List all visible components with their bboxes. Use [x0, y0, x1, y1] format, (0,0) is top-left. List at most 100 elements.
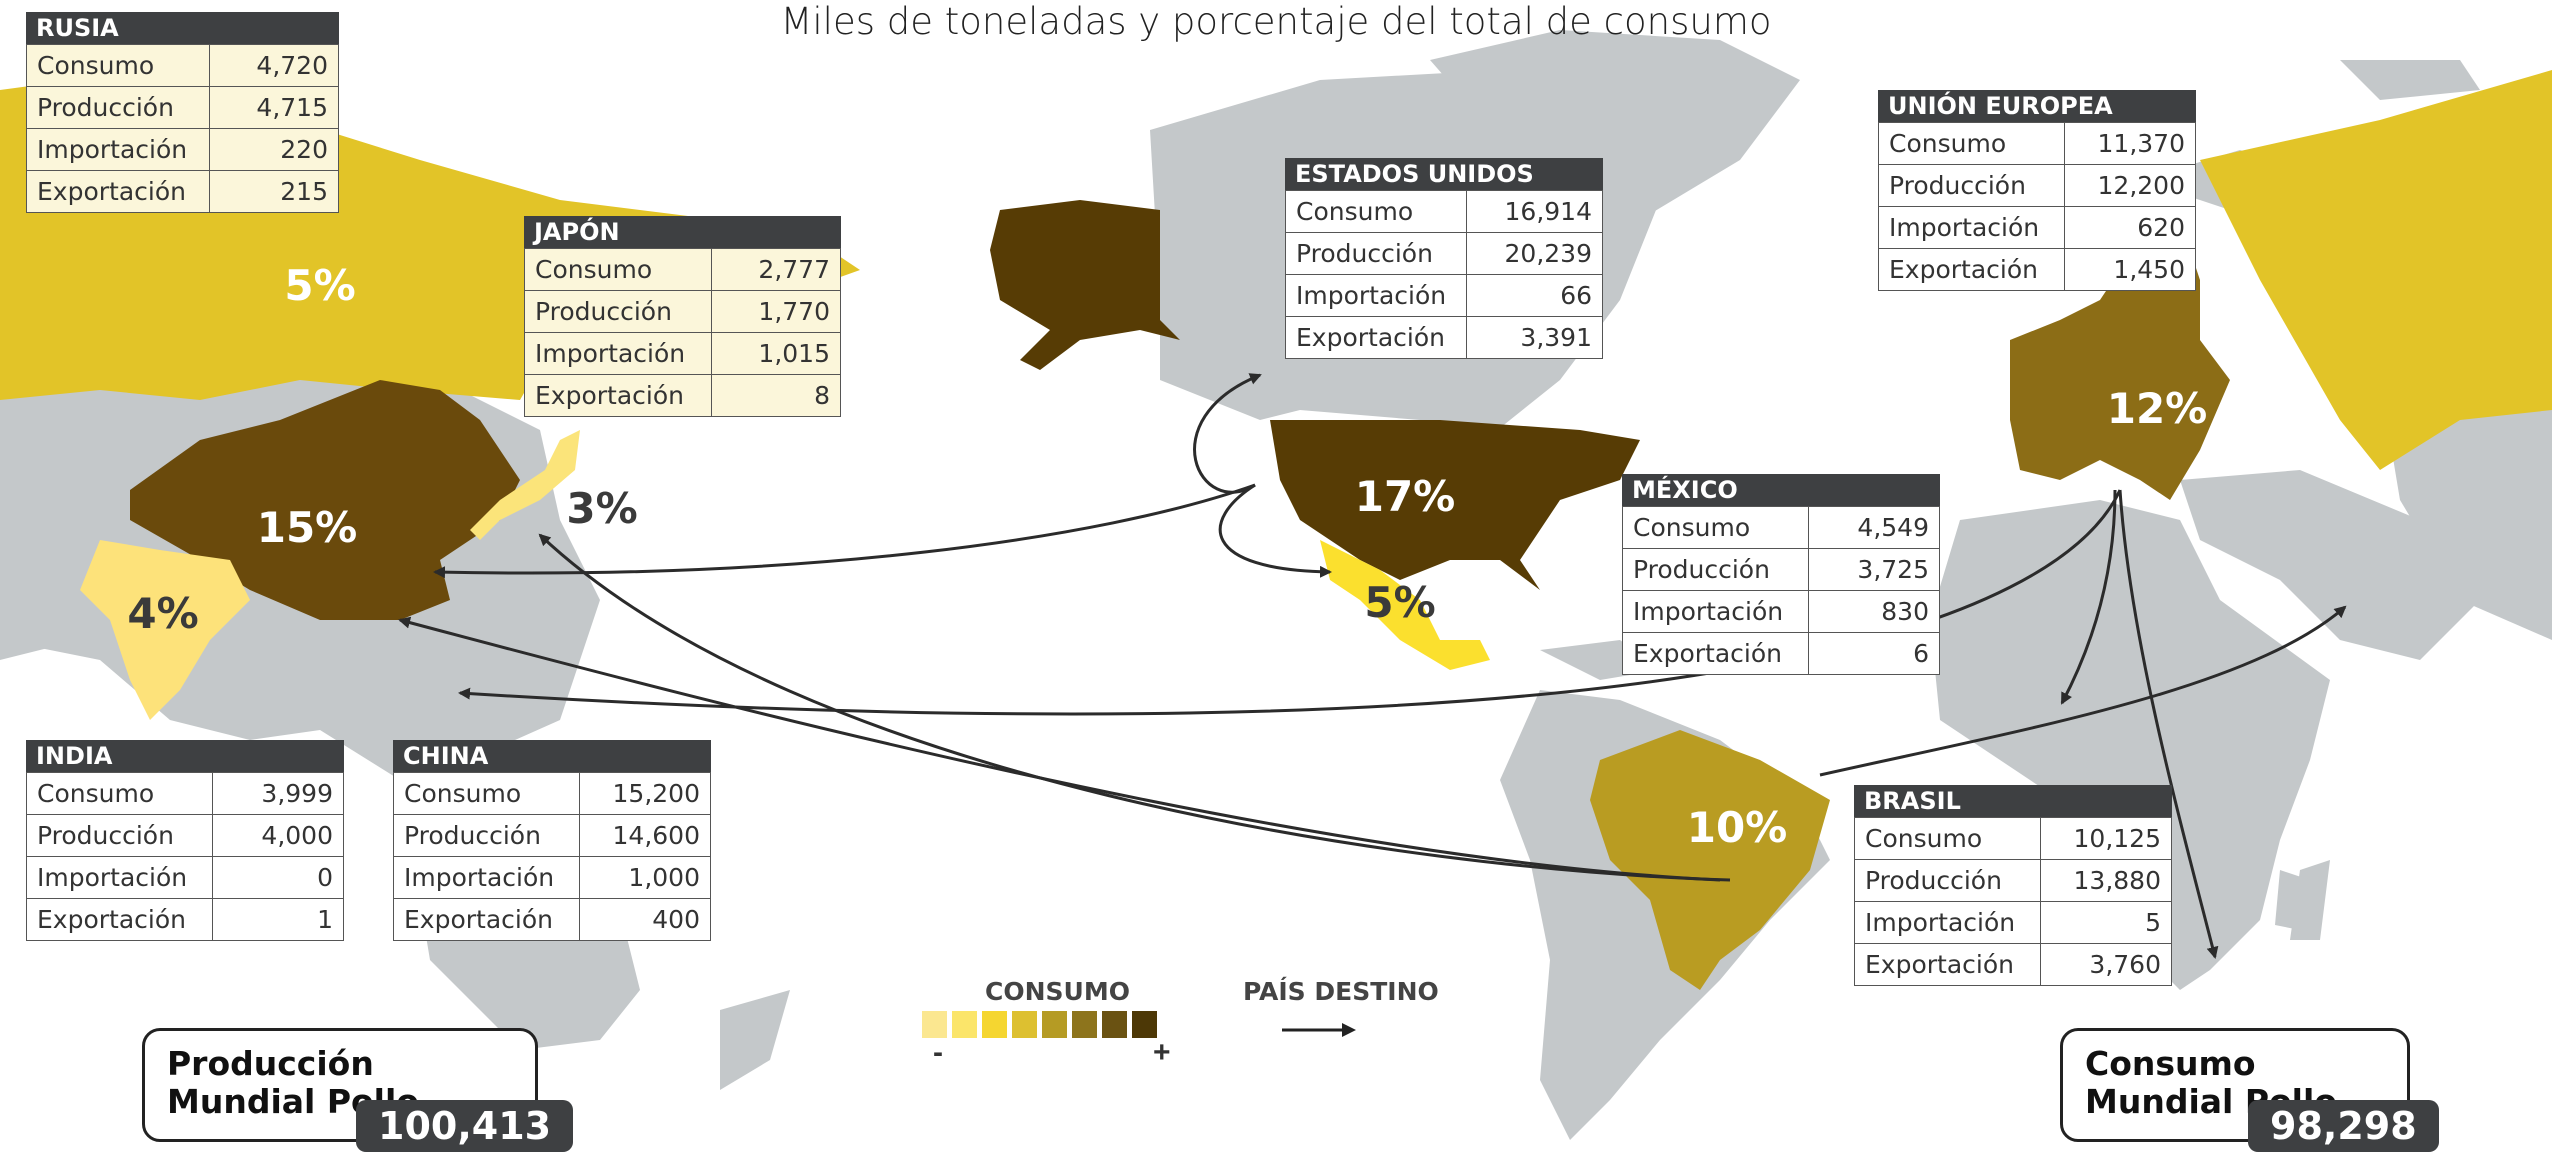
legend-swatch [1102, 1011, 1127, 1038]
table-header-india: INDIA [26, 740, 344, 772]
row-label: Exportación [1622, 632, 1809, 675]
region-japon [470, 430, 580, 540]
row-value: 5 [2040, 901, 2172, 944]
row-value: 13,880 [2040, 859, 2172, 902]
row-value: 16,914 [1466, 190, 1603, 233]
row-value: 8 [711, 374, 841, 417]
region-rusia-east [2200, 70, 2552, 470]
row-value: 1,770 [711, 290, 841, 333]
row-label: Exportación [1854, 943, 2041, 986]
row-value: 2,777 [711, 248, 841, 291]
legend-swatch [982, 1011, 1007, 1038]
legend-swatch [1072, 1011, 1097, 1038]
consumo-mundial-value: 98,298 [2248, 1100, 2439, 1152]
region-alaska [990, 200, 1180, 370]
pct-china: 15% [257, 503, 358, 552]
row-value: 3,391 [1466, 316, 1603, 359]
row-value: 4,000 [212, 814, 344, 857]
row-label: Producción [1854, 859, 2041, 902]
region-brasil [1590, 730, 1830, 990]
row-label: Producción [1622, 548, 1809, 591]
legend-swatch [1012, 1011, 1037, 1038]
row-value: 220 [209, 128, 339, 171]
legend-swatch [952, 1011, 977, 1038]
legend-arrow-icon [1282, 1023, 1356, 1037]
row-label: Consumo [1878, 122, 2065, 165]
row-value: 12,200 [2064, 164, 2196, 207]
legend-destino-title: PAÍS DESTINO [1243, 977, 1439, 1006]
row-label: Producción [524, 290, 712, 333]
pct-brasil: 10% [1687, 803, 1788, 852]
row-value: 3,760 [2040, 943, 2172, 986]
row-value: 11,370 [2064, 122, 2196, 165]
row-label: Exportación [393, 898, 580, 941]
row-label: Exportación [1285, 316, 1467, 359]
row-value: 66 [1466, 274, 1603, 317]
legend-plus: + [1153, 1036, 1171, 1069]
row-value: 830 [1808, 590, 1940, 633]
region-eeuu [1270, 420, 1640, 590]
row-label: Importación [1622, 590, 1809, 633]
row-value: 3,725 [1808, 548, 1940, 591]
row-value: 4,549 [1808, 506, 1940, 549]
table-header-brasil: BRASIL [1854, 785, 2172, 817]
row-label: Producción [1878, 164, 2065, 207]
row-label: Consumo [26, 44, 210, 87]
pct-mexico: 5% [1364, 578, 1435, 627]
map-title: Miles de toneladas y porcentaje del tota… [780, 0, 1772, 43]
row-label: Consumo [1622, 506, 1809, 549]
row-label: Consumo [393, 772, 580, 815]
table-header-eeuu: ESTADOS UNIDOS [1285, 158, 1603, 190]
row-value: 400 [579, 898, 711, 941]
row-label: Producción [393, 814, 580, 857]
row-label: Exportación [1878, 248, 2065, 291]
row-label: Importación [26, 856, 213, 899]
legend-swatch [1042, 1011, 1067, 1038]
pct-ue: 12% [2107, 384, 2208, 433]
row-value: 14,600 [579, 814, 711, 857]
legend-swatch [1132, 1011, 1157, 1038]
row-value: 10,125 [2040, 817, 2172, 860]
region-mexico [1320, 540, 1490, 670]
row-value: 1 [212, 898, 344, 941]
row-label: Importación [1878, 206, 2065, 249]
row-value: 6 [1808, 632, 1940, 675]
produccion-mundial-value: 100,413 [356, 1100, 574, 1152]
row-label: Exportación [524, 374, 712, 417]
row-value: 15,200 [579, 772, 711, 815]
row-label: Importación [1854, 901, 2041, 944]
consumo-mundial-box: Consumo Mundial Pollo [2060, 1028, 2410, 1142]
row-value: 215 [209, 170, 339, 213]
row-label: Exportación [26, 898, 213, 941]
pct-japon: 3% [566, 484, 637, 533]
row-label: Importación [1285, 274, 1467, 317]
